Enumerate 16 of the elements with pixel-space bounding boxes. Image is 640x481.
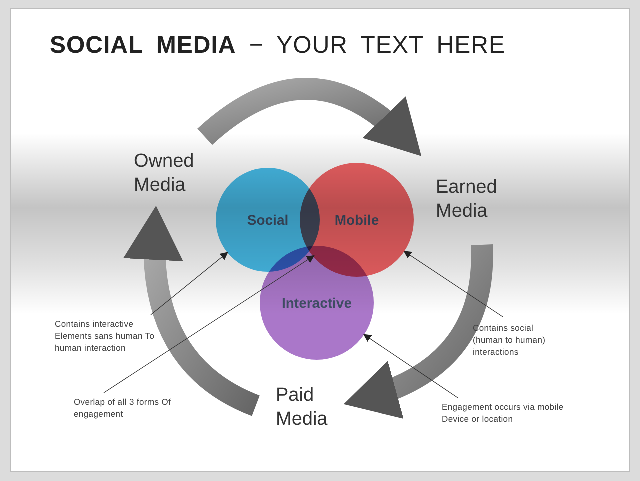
media-label: Owned Media <box>134 150 214 198</box>
circle-label: Mobile <box>334 210 380 230</box>
leader-line <box>404 251 504 318</box>
annotation-text: Overlap of all 3 forms Of engagement <box>74 396 178 420</box>
title: SOCIAL MEDIA − YOUR TEXT HERE <box>50 31 506 61</box>
curved-arrow <box>198 78 422 156</box>
media-label: Earned Media <box>436 176 516 224</box>
circle-label: Social <box>247 210 289 230</box>
curved-arrow <box>344 244 494 418</box>
leader-line <box>150 252 228 316</box>
media-label: Paid Media <box>276 384 336 432</box>
circle-label: Interactive <box>282 294 352 312</box>
leader-line <box>104 255 315 394</box>
leader-line <box>363 334 458 398</box>
annotation-text: Engagement occurs via mobile Device or location <box>442 401 584 425</box>
annotation-text: Contains interactive Elements sans human To human interaction <box>55 318 155 354</box>
